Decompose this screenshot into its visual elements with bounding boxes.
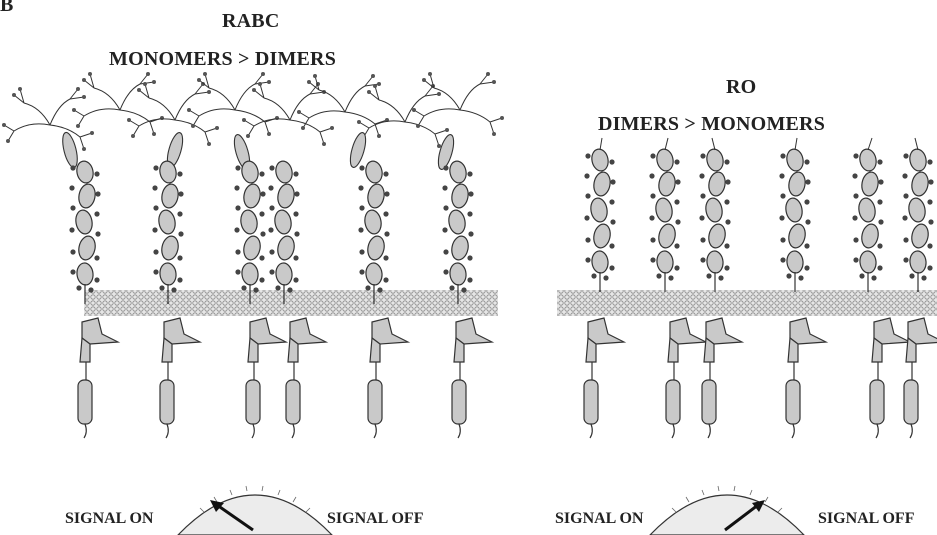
right-receptor-ecd [584,138,933,292]
right-gauge-signal-off-label: SIGNAL OFF [818,510,914,528]
left-membrane [84,290,498,316]
left-receptor-ecd [69,160,473,304]
left-glycan-layer [2,72,504,171]
right-gauge [650,486,804,535]
right-membrane [557,290,937,316]
right-receptor-icd [584,318,937,438]
right-gauge-signal-on-label: SIGNAL ON [555,510,643,528]
left-gauge-signal-off-label: SIGNAL OFF [327,510,423,528]
left-gauge [178,486,332,535]
left-gauge-signal-on-label: SIGNAL ON [65,510,153,528]
left-receptor-icd [78,318,492,438]
